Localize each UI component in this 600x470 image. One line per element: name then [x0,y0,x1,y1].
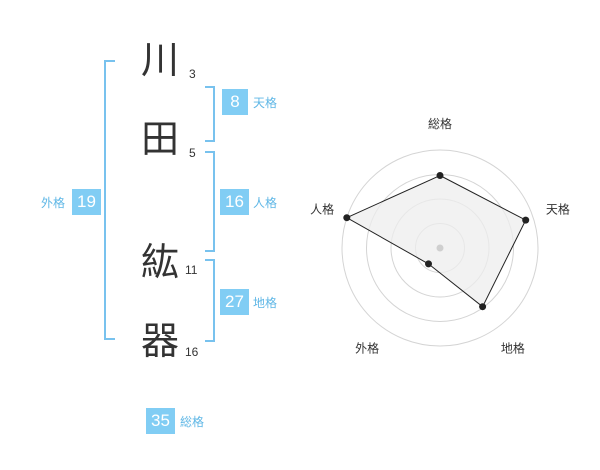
radar-points [343,172,530,311]
radar-axis-label-4: 外格 [355,340,379,355]
gaikaku-badge: 19 [72,189,101,215]
name-char-4: 器 [141,319,180,363]
radar-axis-label-3: 地格 [501,340,525,355]
tenkaku-badge: 8 [222,89,248,115]
gaikaku-bracket [104,60,115,340]
tenkaku-bracket [205,86,215,142]
chikaku-bracket [205,259,215,342]
jinkaku-bracket [205,151,215,252]
radar-point-2 [522,216,530,224]
radar-center-point [436,244,444,252]
stroke-count-1: 3 [189,67,196,81]
stroke-count-4: 16 [185,345,199,359]
radar-ring [341,149,539,347]
jinkaku-badge: 16 [220,189,249,215]
soukaku-label: 総格 [180,415,205,429]
chikaku-badge: 27 [220,289,249,315]
radar-point-4 [425,260,432,268]
radar-axis-label-2: 天格 [546,202,570,217]
name-char-1: 川 [141,38,180,82]
stroke-count-2: 5 [189,146,196,160]
stroke-count-3: 11 [185,263,198,277]
soukaku-badge: 35 [146,408,175,434]
chikaku-label: 地格 [253,296,278,310]
name-char-3: 紘 [141,240,180,284]
name-char-2: 田 [141,117,180,161]
jinkaku-label: 人格 [253,196,278,210]
gaikaku-label: 外格 [41,196,66,210]
radar-axis-label-1: 総格 [428,116,452,131]
radar-point-1 [436,172,444,179]
radar-axis-label-5: 人格 [310,202,334,217]
radar-point-3 [479,303,487,311]
radar-shape [345,174,527,308]
radar-point-5 [343,214,351,222]
tenkaku-label: 天格 [253,96,278,110]
